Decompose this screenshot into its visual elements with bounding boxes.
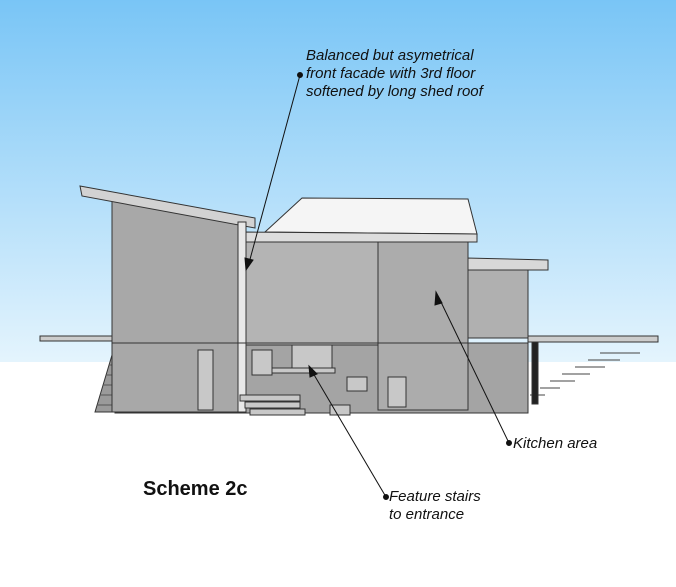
stairs-annotation-line2: to entrance [389,506,465,523]
stairs-annotation: Feature stairs to entrance [389,488,481,524]
stairs-annotation-line1: Feature stairs [389,488,481,505]
entrance-stairs [197,344,407,416]
annotation-leaders [244,72,512,500]
far-right-block [467,267,529,339]
scheme-title: Scheme 2c [143,478,248,500]
facade-annotation-line2: front facade with 3rd floor [306,65,476,82]
left-deck [39,335,116,342]
facade-annotation-line1: Balanced but asymetrical [306,47,474,64]
facade-annotation-line3: softened by long shed roof [306,83,483,100]
facade-annotation: Balanced but asymetrical front facade wi… [306,47,483,101]
left-tall-block [111,197,239,413]
upper-roof [263,197,478,235]
middle-block [239,237,379,346]
shed-roof [79,185,256,229]
right-deck [527,335,659,343]
house [39,185,659,416]
kitchen-annotation: Kitchen area [513,435,598,452]
deck-post [531,341,539,405]
